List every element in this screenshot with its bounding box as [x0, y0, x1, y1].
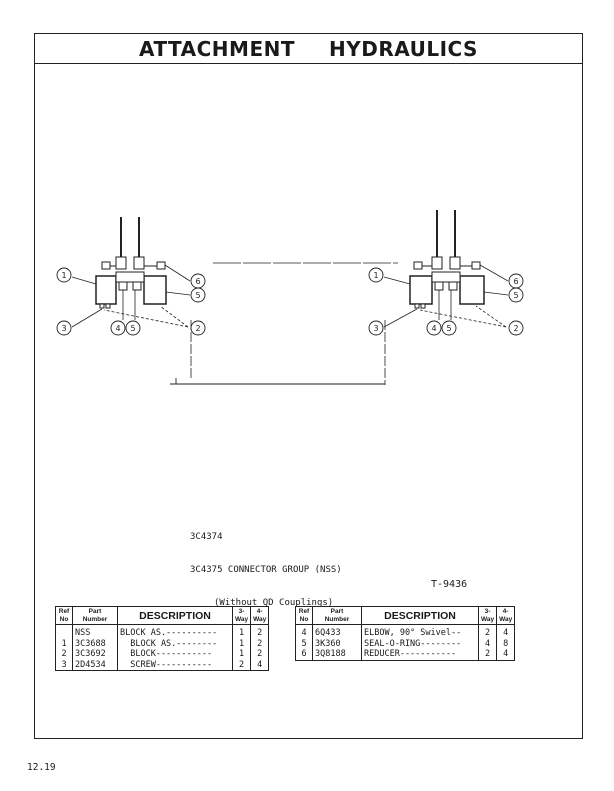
col-3way: 3-Way: [477, 606, 498, 625]
description-cell: BLOCK-----------: [117, 649, 233, 660]
ref-cell: 3: [55, 659, 73, 671]
callout-left-3: 3: [61, 324, 66, 333]
qty-4way-cell: 4: [496, 649, 516, 661]
col-description: DESCRIPTION: [361, 606, 479, 625]
title-word-2: HYDRAULICS: [329, 36, 478, 61]
qty-4way-cell: 2: [250, 649, 270, 660]
callout-right-4: 4: [431, 324, 436, 333]
qty-3way-cell: 4: [477, 638, 498, 649]
qty-3way-cell: 2: [477, 624, 498, 639]
callout-right-1: 1: [373, 271, 378, 280]
caption-line-2: 3C4375 CONNECTOR GROUP (NSS): [190, 565, 342, 575]
caption-line-3: (Without QD Couplings): [214, 598, 334, 608]
part-number-cell: 3C3692: [72, 649, 118, 660]
callout-right-5b: 5: [446, 324, 451, 333]
qty-3way-cell: 1: [231, 649, 252, 660]
part-number-cell: 3K360: [312, 638, 362, 649]
part-number-cell: 6Q433: [312, 624, 362, 639]
description-cell: SEAL-O-RING--------: [361, 638, 479, 649]
left-valve-assembly: [71, 217, 191, 328]
callout-right-5a: 5: [513, 291, 518, 300]
right-valve-assembly: [383, 210, 509, 328]
qty-4way-cell: 2: [250, 638, 270, 649]
qty-4way-cell: 8: [496, 638, 516, 649]
col-4way: 4-Way: [496, 606, 516, 625]
callout-left-1: 1: [61, 271, 66, 280]
col-4way: 4-Way: [250, 606, 270, 625]
ref-cell: 2: [55, 649, 73, 660]
ref-cell: 4: [295, 624, 313, 639]
callout-left-2: 2: [195, 324, 200, 333]
ref-cell: 5: [295, 638, 313, 649]
callout-left-4: 4: [115, 324, 120, 333]
qty-3way-cell: 1: [231, 638, 252, 649]
figure-caption: 3C4374 3C4375 CONNECTOR GROUP (NSS) (Wit…: [190, 510, 342, 620]
callout-left-5b: 5: [130, 324, 135, 333]
qty-3way-cell: 2: [477, 649, 498, 661]
page-number: 12.19: [27, 762, 56, 773]
callout-right-3: 3: [373, 324, 378, 333]
callout-left-6: 6: [195, 277, 200, 286]
description-cell: BLOCK AS.----------: [117, 624, 233, 639]
ref-cell: [55, 624, 73, 639]
page-frame: ATTACHMENT HYDRAULICS: [34, 33, 583, 739]
qty-4way-cell: 4: [496, 624, 516, 639]
ref-cell: 1: [55, 638, 73, 649]
qty-4way-cell: 4: [250, 659, 270, 671]
callout-right-2: 2: [513, 324, 518, 333]
qty-3way-cell: 1: [231, 624, 252, 639]
part-number-cell: NSS: [72, 624, 118, 639]
part-number-cell: 3Q8188: [312, 649, 362, 661]
description-cell: BLOCK AS.--------: [117, 638, 233, 649]
description-cell: ELBOW, 90° Swivel--: [361, 624, 479, 639]
description-cell: REDUCER-----------: [361, 649, 479, 661]
title-word-1: ATTACHMENT: [139, 36, 295, 61]
part-number-cell: 2D4534: [72, 659, 118, 671]
qty-4way-cell: 2: [250, 624, 270, 639]
callout-right-6: 6: [513, 277, 518, 286]
qty-3way-cell: 2: [231, 659, 252, 671]
caption-line-1: 3C4374: [190, 532, 223, 542]
part-number-cell: 3C3688: [72, 638, 118, 649]
col-3way: 3-Way: [231, 606, 252, 625]
ref-cell: 6: [295, 649, 313, 661]
col-description: DESCRIPTION: [117, 606, 233, 625]
description-cell: SCREW-----------: [117, 659, 233, 671]
callout-left-5a: 5: [195, 291, 200, 300]
page-title: ATTACHMENT HYDRAULICS: [35, 34, 582, 64]
figure-ref-code: T-9436: [431, 579, 468, 590]
